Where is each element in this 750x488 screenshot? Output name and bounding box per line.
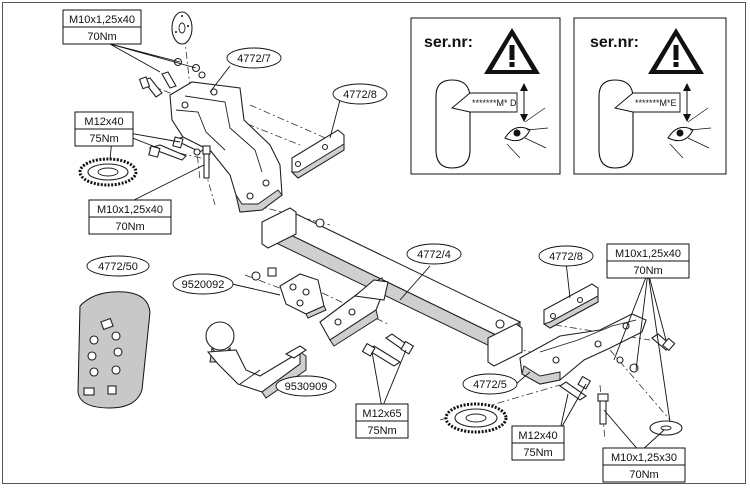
svg-text:4772/8: 4772/8	[549, 251, 583, 263]
warning-triangle-icon	[648, 28, 704, 74]
bolt-size-text: M10x1,25x40	[69, 14, 135, 26]
torque-label-bottom-m10: M10x1,25x30 70Nm	[602, 447, 686, 483]
right-bracket	[519, 313, 647, 385]
round-washer	[171, 11, 193, 45]
part-label-4772-8-left: 4772/8	[332, 83, 388, 105]
svg-text:9530909: 9530909	[285, 381, 328, 393]
torque-label-center-m12: M12x65 75Nm	[355, 403, 409, 439]
torque-text: 75Nm	[523, 447, 552, 459]
part-label-4772-50: 4772/50	[86, 255, 150, 277]
bolt-size-text: M10x1,25x40	[615, 248, 681, 260]
diagram-frame	[2, 2, 746, 484]
torque-label-left-m10: M10x1,25x40 70Nm	[88, 199, 172, 235]
arrow-marker-icon	[520, 83, 528, 122]
eye-icon	[667, 107, 712, 159]
part-label-9530909: 9530909	[275, 375, 337, 397]
serial-panel-e-code: *******M*E	[635, 98, 677, 108]
socket-plate	[251, 267, 327, 319]
crossbar-side-plate	[319, 277, 389, 347]
round-washer-right	[649, 420, 683, 436]
bolt-size-text: M10x1,25x40	[97, 204, 163, 216]
bolt-size-text: M12x65	[362, 408, 401, 420]
torque-text: 70Nm	[633, 265, 662, 277]
right-plate	[542, 283, 599, 329]
torque-label-left-m12: M12x40 75Nm	[74, 111, 134, 147]
serial-plate-outline	[598, 79, 634, 169]
eye-icon	[504, 107, 549, 159]
torque-text: 70Nm	[629, 469, 658, 481]
warning-triangle-icon	[484, 28, 540, 74]
svg-text:4772/8: 4772/8	[343, 89, 377, 101]
leader-lines	[109, 43, 671, 453]
part-label-4772-8-right: 4772/8	[538, 245, 594, 267]
serial-panel-d-code: *******M* D	[472, 98, 517, 108]
bolt-size-text: M12x40	[518, 430, 557, 442]
left-bracket	[169, 81, 283, 213]
tow-ball	[205, 321, 307, 399]
torque-text: 70Nm	[115, 221, 144, 233]
serial-panel-d-title: ser.nr:	[424, 34, 473, 51]
serial-panel-e-title: ser.nr:	[590, 34, 639, 51]
left-plate	[290, 129, 345, 179]
torque-text: 75Nm	[89, 133, 118, 145]
part-label-9520092: 9520092	[172, 273, 234, 295]
serrated-washer-right	[444, 402, 508, 434]
torque-text: 70Nm	[87, 31, 116, 43]
svg-text:4772/50: 4772/50	[98, 261, 138, 273]
svg-text:9520092: 9520092	[182, 279, 225, 291]
bolt-size-text: M10x1,25x30	[611, 452, 677, 464]
hardware-bag	[77, 291, 151, 409]
part-label-4772-7: 4772/7	[226, 47, 282, 69]
serial-panel-e: ser.nr: *******M*E	[573, 17, 727, 175]
serial-panel-d: ser.nr: *******M* D	[410, 17, 561, 175]
bolt-size-text: M12x40	[84, 116, 123, 128]
svg-text:4772/4: 4772/4	[417, 249, 451, 261]
svg-text:4772/7: 4772/7	[237, 53, 271, 65]
bolt-set-right	[559, 333, 676, 425]
serrated-washer-left	[78, 157, 138, 187]
part-label-4772-5: 4772/5	[462, 373, 518, 395]
torque-label-top-left: M10x1,25x40 70Nm	[62, 9, 142, 45]
torque-label-right-m10: M10x1,25x40 70Nm	[606, 243, 690, 279]
serial-plate-outline	[435, 79, 471, 169]
bolt-set-left	[148, 136, 207, 161]
torque-text: 75Nm	[367, 425, 396, 437]
vertical-bolt-left	[202, 145, 211, 179]
torque-label-bottom-m12: M12x40 75Nm	[511, 425, 565, 461]
arrow-marker-icon	[683, 83, 691, 122]
svg-text:4772/5: 4772/5	[473, 379, 507, 391]
bolt-set-center	[361, 333, 415, 367]
part-label-4772-4: 4772/4	[406, 243, 462, 265]
